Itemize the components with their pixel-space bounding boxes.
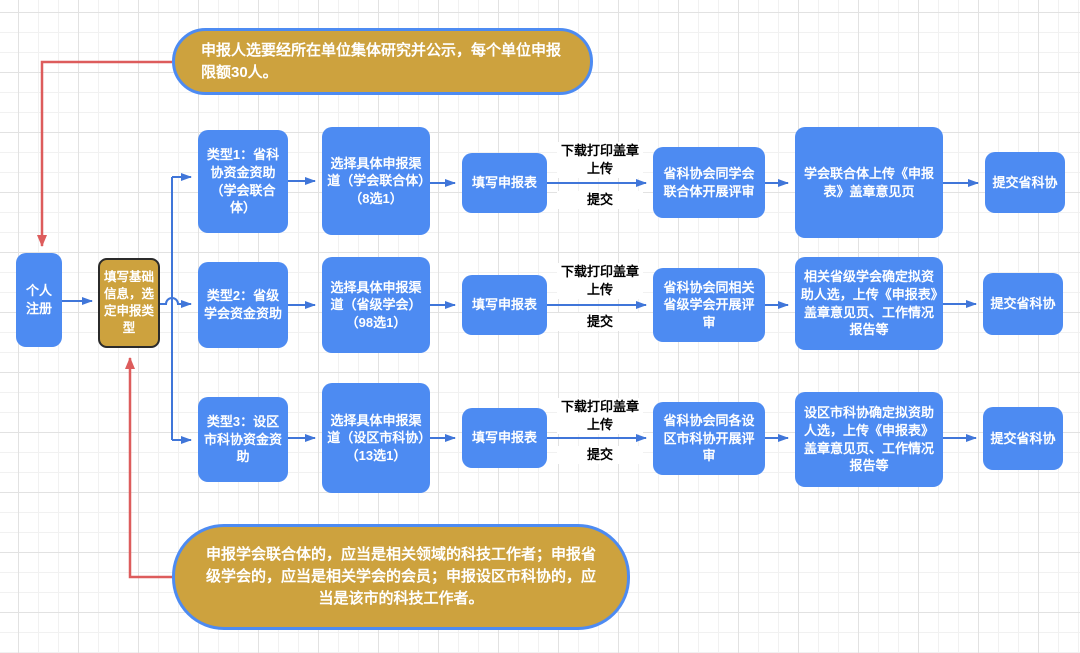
flow-node-label: 填写申报表 [471,175,537,191]
flow-node-label: 省科协会同相关省级学会开展评审 [663,279,755,330]
flow-node-submit2: 提交省科协 [983,273,1063,335]
flow-node-label: 提交省科协 [990,296,1056,312]
flow-node-channel2: 选择具体申报渠道（省级学会）（98选1） [322,257,430,353]
flow-node-upload2: 相关省级学会确定拟资助人选，上传《申报表》盖章意见页、工作情况报告等 [795,257,943,350]
flow-node-review2: 省科协会同相关省级学会开展评审 [653,268,765,342]
edge-label-submit-3: 提交 [557,446,643,465]
flow-node-label: 省科协会同学会联合体开展评审 [663,165,755,199]
flow-node-upload3: 设区市科协确定拟资助人选，上传《申报表》盖章意见页、工作情况报告等 [795,392,943,487]
flow-node-label: 类型2：省级学会资金资助 [203,288,282,321]
flow-node-label: 省科协会同各设区市科协开展评审 [663,413,755,464]
flow-node-upload1: 学会联合体上传《申报表》盖章意见页 [795,127,943,238]
arrow-baseinfo-to-type2 [160,297,192,308]
flow-node-channel3: 选择具体申报渠道（设区市科协）（13选1） [322,383,430,493]
edge-label-upload-1: 下载打印盖章上传 [557,142,643,179]
red-arrow-bottomnote-to-baseinfo [125,357,172,579]
flow-node-label: 提交省科协 [990,430,1056,446]
red-arrow-topnote-to-register [37,60,172,247]
flow-node-submit3: 提交省科协 [983,407,1063,470]
flow-node-review3: 省科协会同各设区市科协开展评审 [653,402,765,475]
flow-node-form2: 填写申报表 [462,275,547,335]
flow-node-label: 填写申报表 [471,297,537,313]
edge-label-submit-2: 提交 [557,313,643,332]
note-top-text: 申报人选要经所在单位集体研究并公示，每个单位申报限额30人。 [201,41,562,81]
flow-node-label: 相关省级学会确定拟资助人选，上传《申报表》盖章意见页、工作情况报告等 [800,269,938,338]
flow-node-label: 填写申报表 [471,430,537,446]
flow-node-channel1: 选择具体申报渠道（学会联合体）（8选1） [322,127,430,235]
flow-node-label: 填写基础信息，选定申报类型 [103,270,154,335]
flow-node-form3: 填写申报表 [462,408,547,468]
edge-label-upload-2: 下载打印盖章上传 [557,263,643,300]
flow-node-personal-register: 个人注册 [16,253,62,347]
flow-node-type2: 类型2：省级学会资金资助 [198,262,288,348]
note-bottom-text: 申报学会联合体的，应当是相关领域的科技工作者；申报省级学会的，应当是相关学会的会… [205,546,596,607]
flow-node-label: 学会联合体上传《申报表》盖章意见页 [803,165,934,199]
flow-node-label: 提交省科协 [992,174,1058,190]
flow-node-submit1: 提交省科协 [985,152,1065,213]
flow-node-form1: 填写申报表 [462,153,547,213]
edge-label-upload-3: 下载打印盖章上传 [557,398,643,435]
flow-node-label: 个人注册 [25,283,52,316]
flow-node-label: 选择具体申报渠道（学会联合体）（8选1） [327,155,425,206]
flow-node-label: 选择具体申报渠道（设区市科协）（13选1） [327,412,425,463]
flow-node-base-info: 填写基础信息，选定申报类型 [98,258,160,348]
flow-node-type1: 类型1：省科协资金资助（学会联合体） [198,130,288,233]
flow-node-label: 选择具体申报渠道（省级学会）（98选1） [330,279,422,330]
flow-node-label: 类型1：省科协资金资助（学会联合体） [206,147,280,216]
edge-label-submit-1: 提交 [557,191,643,210]
note-bottom-eligibility: 申报学会联合体的，应当是相关领域的科技工作者；申报省级学会的，应当是相关学会的会… [172,524,630,630]
flow-node-label: 类型3：设区市科协资金资助 [203,414,282,465]
flow-node-type3: 类型3：设区市科协资金资助 [198,397,288,482]
flow-node-review1: 省科协会同学会联合体开展评审 [653,147,765,218]
flow-node-label: 设区市科协确定拟资助人选，上传《申报表》盖章意见页、工作情况报告等 [803,405,934,474]
note-top-quota: 申报人选要经所在单位集体研究并公示，每个单位申报限额30人。 [172,28,593,95]
